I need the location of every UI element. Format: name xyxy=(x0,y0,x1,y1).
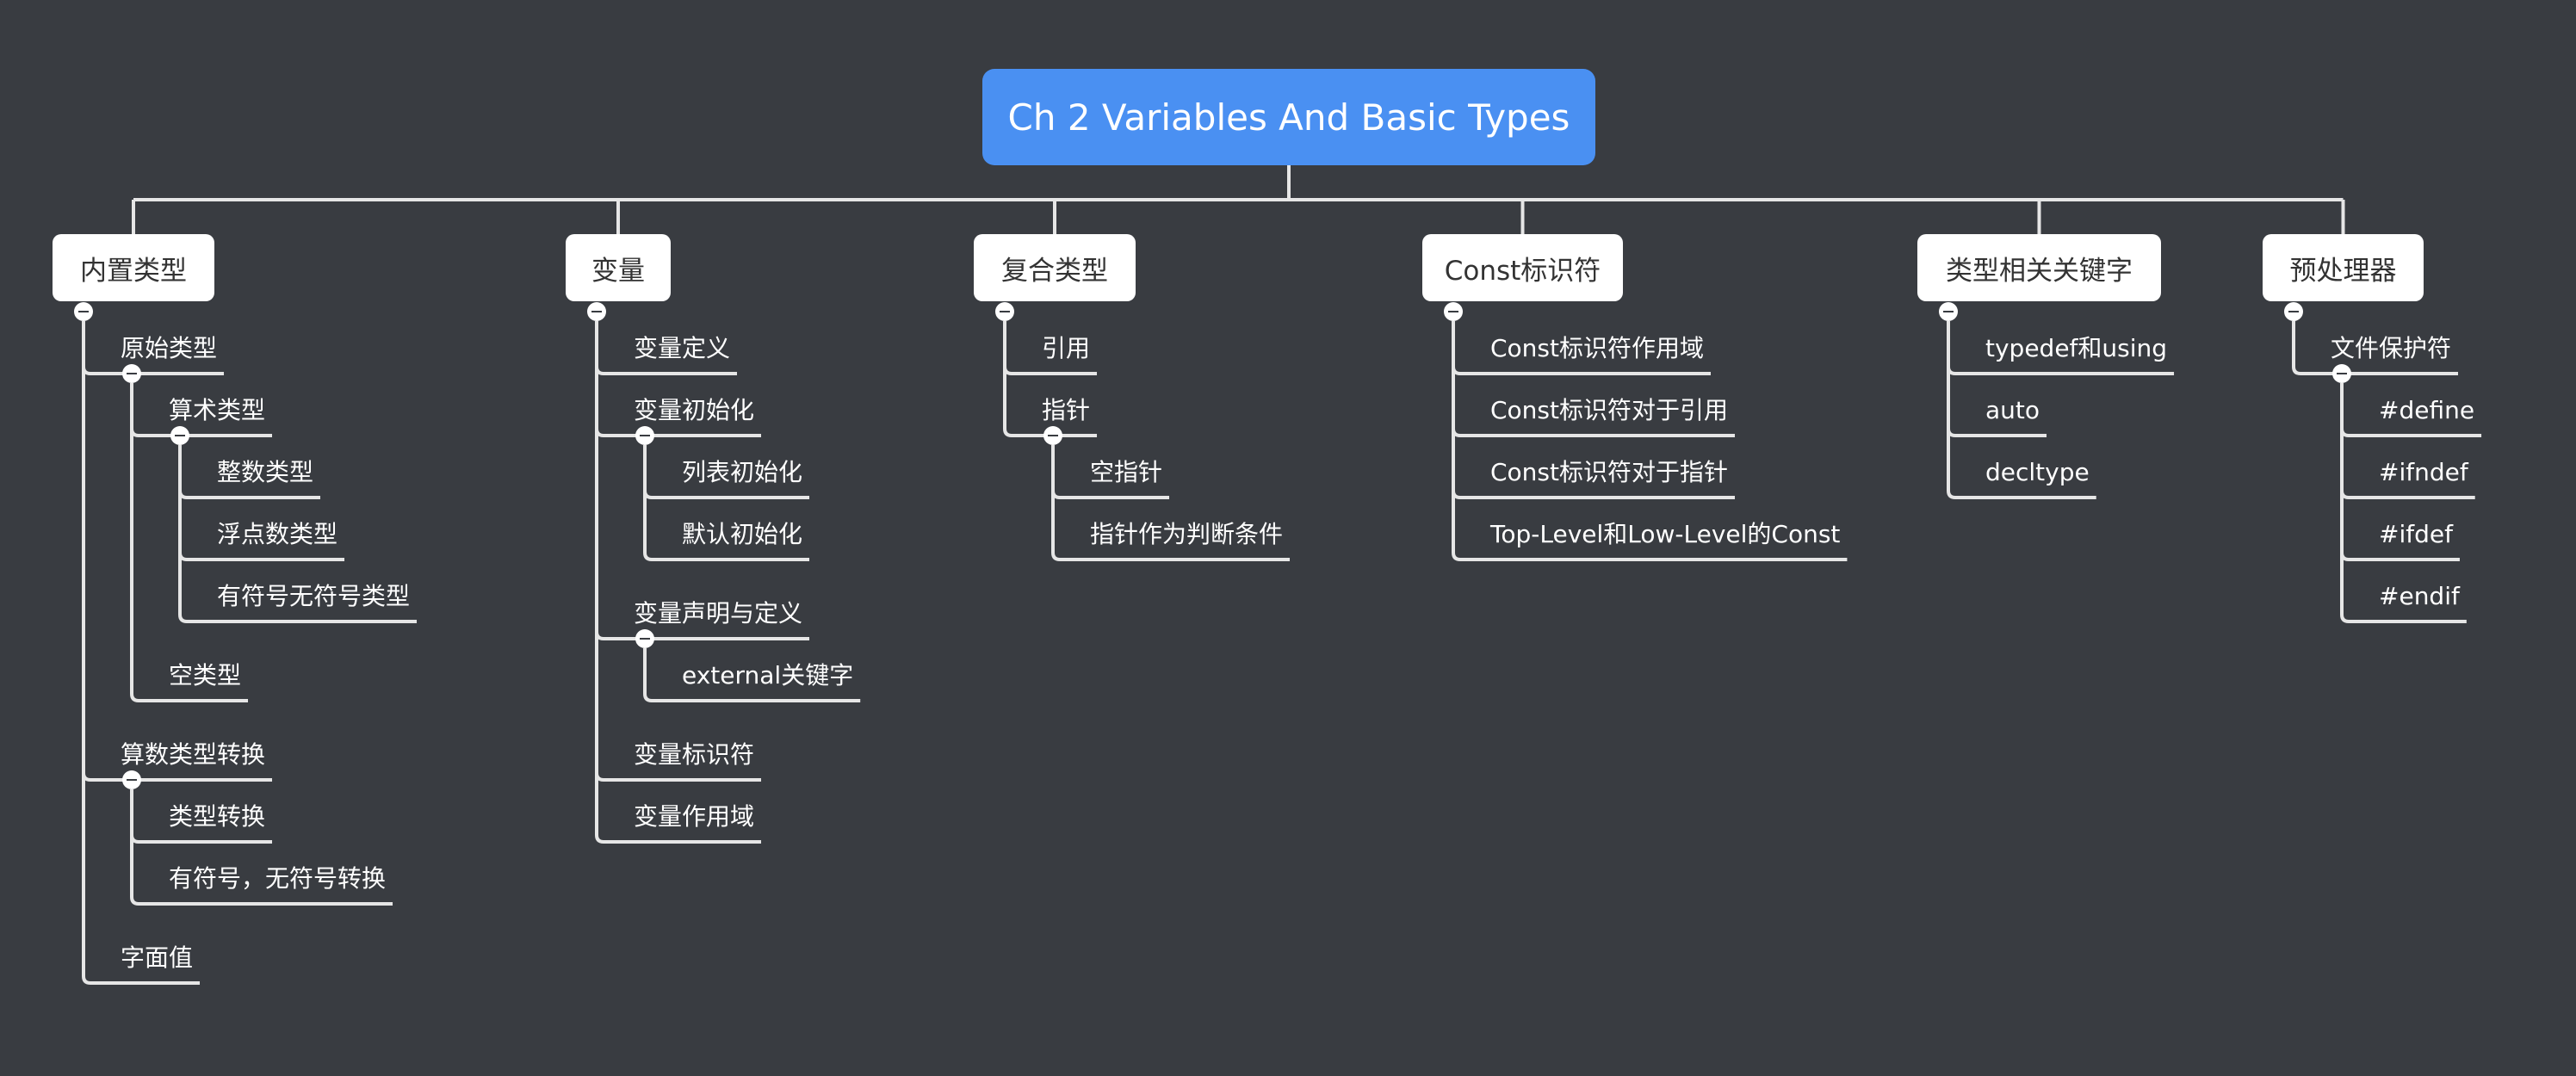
connector xyxy=(643,539,810,561)
connector xyxy=(1452,539,1848,561)
leaf-topic[interactable]: 列表初始化 xyxy=(682,458,803,486)
leaf-topic[interactable]: 类型转换 xyxy=(169,802,266,831)
collapse-toggle-icon[interactable] xyxy=(2284,302,2303,321)
leaf-topic[interactable]: 有符号，无符号转换 xyxy=(169,864,387,893)
branch-topic[interactable]: 预处理器 xyxy=(2263,234,2424,301)
subtopic[interactable]: Const标识符对于引用 xyxy=(1490,396,1728,424)
branch-topic[interactable]: 复合类型 xyxy=(974,234,1136,301)
subtopic[interactable]: 变量声明与定义 xyxy=(634,599,803,628)
leaf-topic[interactable]: #ifdef xyxy=(2379,520,2453,548)
leaf-topic[interactable]: 默认初始化 xyxy=(682,520,803,548)
leaf-topic[interactable]: 算术类型 xyxy=(169,396,266,424)
collapse-toggle-icon[interactable] xyxy=(635,426,654,445)
leaf-topic[interactable]: 有符号无符号类型 xyxy=(217,582,411,610)
connector xyxy=(2292,353,2459,375)
collapse-toggle-icon[interactable] xyxy=(635,629,654,648)
subtopic[interactable]: Const标识符对于指针 xyxy=(1490,458,1728,486)
branch-topic[interactable]: 类型相关关键字 xyxy=(1917,234,2161,301)
leaf-topic[interactable]: 空类型 xyxy=(169,661,242,690)
connector xyxy=(1947,477,2096,499)
collapse-toggle-icon[interactable] xyxy=(2332,364,2351,383)
leaf-topic[interactable]: 指针作为判断条件 xyxy=(1090,520,1284,548)
collapse-toggle-icon[interactable] xyxy=(1939,302,1958,321)
subtopic[interactable]: 变量定义 xyxy=(634,334,731,362)
subtopic[interactable]: decltype xyxy=(1985,458,2090,486)
subtopic[interactable]: auto xyxy=(1985,396,2040,424)
subtopic[interactable]: 算数类型转换 xyxy=(121,740,266,769)
leaf-topic[interactable]: 浮点数类型 xyxy=(217,520,338,548)
subtopic[interactable]: 原始类型 xyxy=(121,334,218,362)
subtopic[interactable]: 字面值 xyxy=(121,943,194,972)
root-topic[interactable]: Ch 2 Variables And Basic Types xyxy=(982,69,1595,165)
collapse-toggle-icon[interactable] xyxy=(995,302,1014,321)
subtopic[interactable]: 变量标识符 xyxy=(634,740,755,769)
branch-topic[interactable]: Const标识符 xyxy=(1422,234,1623,301)
leaf-topic[interactable]: #endif xyxy=(2379,582,2460,610)
leaf-topic[interactable]: 整数类型 xyxy=(217,458,314,486)
collapse-toggle-icon[interactable] xyxy=(1043,426,1062,445)
collapse-toggle-icon[interactable] xyxy=(74,302,93,321)
leaf-topic[interactable]: external关键字 xyxy=(682,661,854,690)
collapse-toggle-icon[interactable] xyxy=(587,302,606,321)
leaf-topic[interactable]: #define xyxy=(2379,396,2475,424)
connector xyxy=(643,680,861,702)
connector xyxy=(178,601,418,623)
connector xyxy=(130,883,393,906)
connector xyxy=(1051,539,1291,561)
connector xyxy=(130,680,249,702)
collapse-toggle-icon[interactable] xyxy=(170,426,189,445)
leaf-topic[interactable]: 空指针 xyxy=(1090,458,1163,486)
collapse-toggle-icon[interactable] xyxy=(122,364,141,383)
subtopic[interactable]: Const标识符作用域 xyxy=(1490,334,1704,362)
connector xyxy=(595,821,762,844)
branch-topic[interactable]: 变量 xyxy=(566,234,671,301)
connector xyxy=(2340,601,2467,623)
subtopic[interactable]: 文件保护符 xyxy=(2331,334,2452,362)
leaf-topic[interactable]: #ifndef xyxy=(2379,458,2468,486)
subtopic[interactable]: 引用 xyxy=(1042,334,1091,362)
subtopic[interactable]: 变量作用域 xyxy=(634,802,755,831)
connector xyxy=(1003,415,1098,437)
subtopic[interactable]: typedef和using xyxy=(1985,334,2168,362)
collapse-toggle-icon[interactable] xyxy=(122,770,141,789)
subtopic[interactable]: Top-Level和Low-Level的Const xyxy=(1490,520,1841,548)
connector xyxy=(82,962,201,985)
branch-topic[interactable]: 内置类型 xyxy=(53,234,214,301)
subtopic[interactable]: 指针 xyxy=(1042,396,1091,424)
collapse-toggle-icon[interactable] xyxy=(1444,302,1463,321)
subtopic[interactable]: 变量初始化 xyxy=(634,396,755,424)
